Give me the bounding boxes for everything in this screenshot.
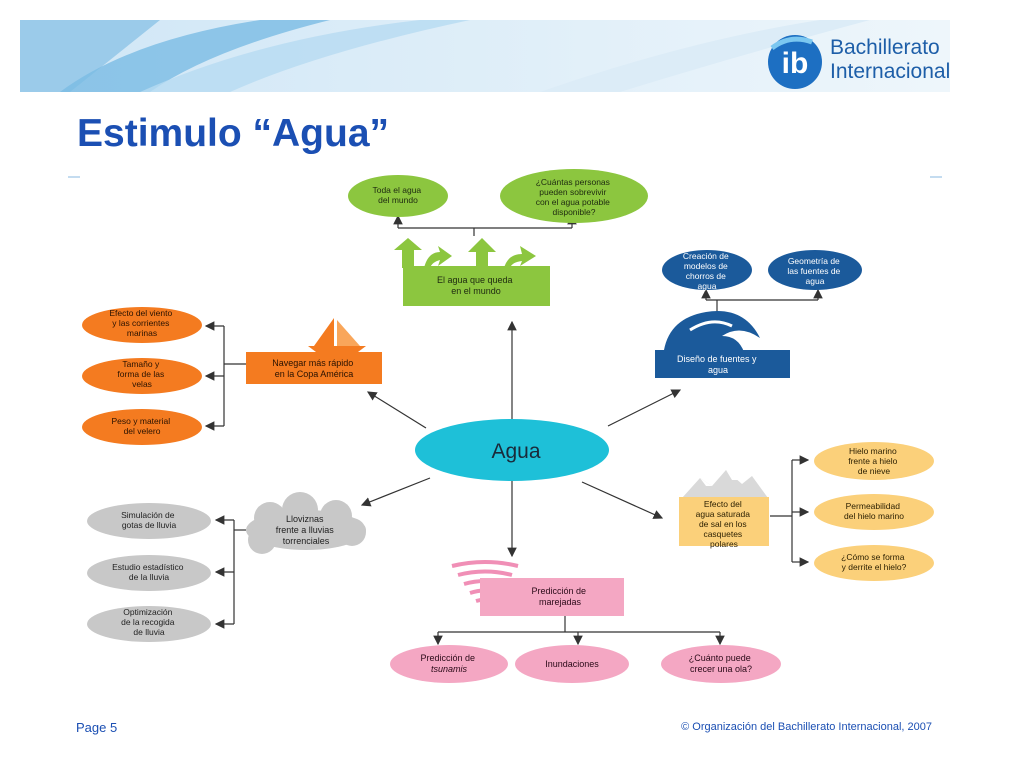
world-branch: Toda el agua del mundo ¿Cuántas personas…: [348, 169, 648, 306]
growth-arrows-icon: [394, 238, 536, 268]
ice-box-text: Efecto del agua saturada de sal en los c…: [696, 499, 753, 549]
ice-branch: Efecto del agua saturada de sal en los c…: [679, 442, 934, 581]
page-number: Page 5: [76, 720, 118, 735]
sail-item-1: Efecto del viento y las corrientes marin…: [109, 308, 174, 338]
bubble-world-left: [348, 175, 448, 217]
sailboat-icon: [308, 318, 366, 352]
sail-branch: Navegar más rápido en la Copa América Ef…: [82, 307, 382, 445]
world-box-text: El agua que queda en el mundo: [437, 275, 515, 296]
wave-icon: [664, 311, 760, 352]
rain-item-3: Optimización de la recogida de lluvia: [121, 607, 177, 637]
waves-branch: Predicción de marejadas Predicción de ts…: [390, 560, 781, 683]
fountain-box-text: Diseño de fuentes y agua: [677, 354, 759, 375]
world-left-text: Toda el agua del mundo: [372, 185, 423, 205]
rain-item-1: Simulación de gotas de lluvia: [121, 510, 177, 530]
fountain-right-text: Geometría de las fuentes de agua: [787, 256, 842, 286]
sail-item-2: Tamaño y forma de las velas: [117, 359, 166, 389]
waves-box-text: Predicción de marejadas: [531, 586, 588, 607]
cloud-icon: [246, 492, 366, 554]
center-label: Agua: [491, 440, 540, 463]
rain-branch: Lloviznas frente a lluvias torrenciales …: [87, 492, 366, 642]
waves-item-1: Predicción de tsunamis: [420, 653, 477, 674]
ib-logo-icon: [768, 35, 822, 89]
ib-logo-mark: ib: [782, 47, 809, 80]
logo-line-2: Internacional: [830, 60, 951, 83]
rain-box-text: Lloviznas frente a lluvias torrenciales: [276, 514, 337, 546]
fountain-left-text: Creación de modelos de chorros de agua: [683, 251, 731, 291]
page-title: Estimulo “Agua”: [77, 112, 390, 155]
sail-item-3: Peso y material del velero: [112, 416, 173, 436]
waves-item-2: Inundaciones: [545, 659, 599, 669]
connectors: [204, 214, 823, 646]
header-banner: ib: [20, 20, 950, 92]
world-right-text: ¿Cuántas personas pueden sobrevivir con …: [536, 177, 613, 217]
waves-item-3: ¿Cuánto puede crecer una ola?: [689, 653, 754, 674]
ice-item-3: ¿Cómo se forma y derrite el hielo?: [841, 552, 907, 572]
logo-text: Bachillerato Internacional: [830, 36, 950, 84]
fountain-branch: Creación de modelos de chorros de agua G…: [655, 250, 862, 378]
rain-item-2: Estudio estadístico de la lluvia: [112, 562, 186, 582]
sail-box-text: Navegar más rápido en la Copa América: [272, 358, 356, 379]
center-node: Agua: [415, 419, 609, 481]
ice-item-1: Hielo marino frente a hielo de nieve: [848, 446, 900, 476]
logo-line-1: Bachillerato: [830, 36, 940, 59]
copyright-text: © Organización del Bachillerato Internac…: [681, 721, 932, 733]
mountain-icon: [682, 470, 768, 498]
bubble-world-right: [500, 169, 648, 223]
ice-item-2: Permeabilidad del hielo marino: [844, 501, 904, 521]
